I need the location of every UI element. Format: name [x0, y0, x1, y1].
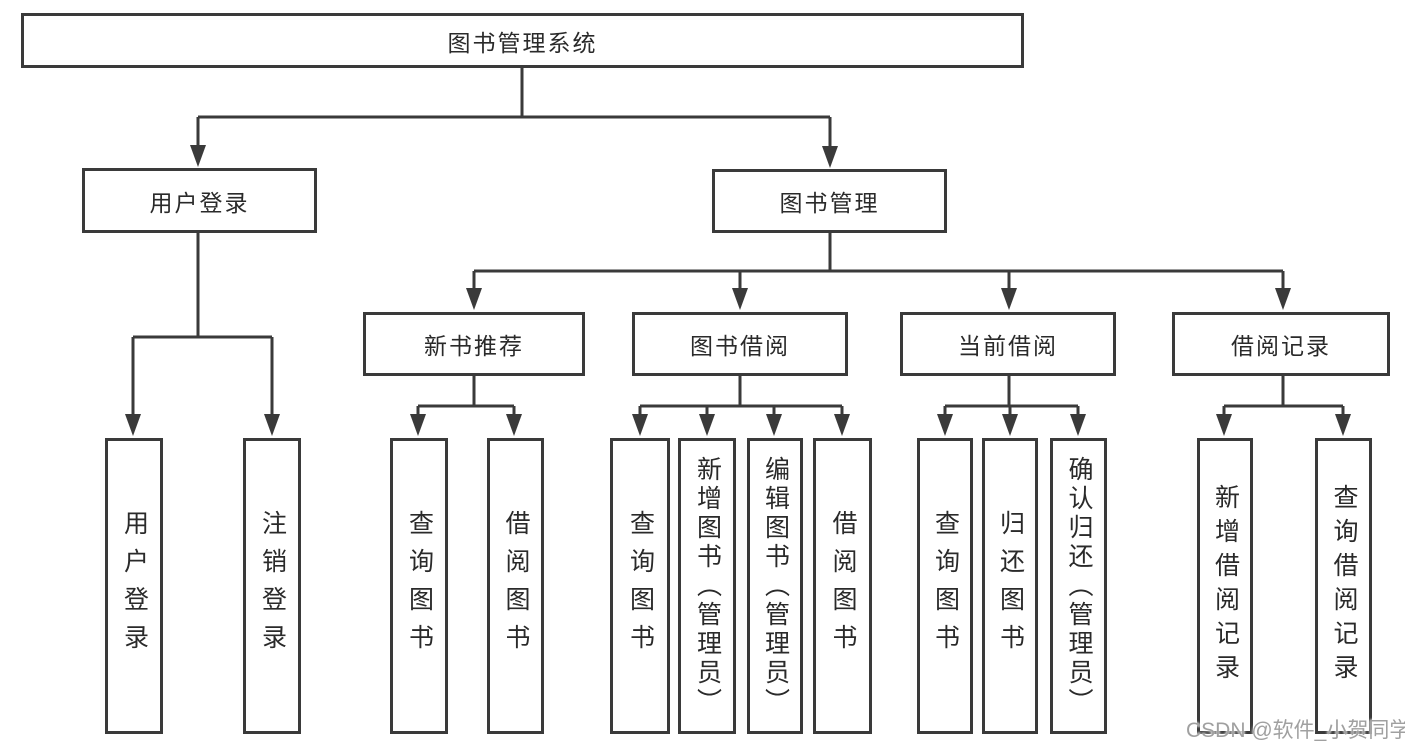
- leaf-user-login: 用户登录: [105, 438, 163, 734]
- node-book-borrow: 图书借阅: [632, 312, 848, 376]
- leaf-query-borrow-record: 查询借阅记录: [1315, 438, 1372, 734]
- leaf-confirm-return-admin: 确认归还（管理员）: [1050, 438, 1107, 734]
- node-label: 图书借阅: [690, 333, 790, 359]
- leaf-label: 查询借阅记录: [1330, 484, 1358, 688]
- node-label: 当前借阅: [958, 333, 1058, 359]
- node-label: 图书管理: [779, 190, 880, 216]
- leaf-label: 借阅图书: [829, 510, 857, 662]
- node-current-borrow: 当前借阅: [900, 312, 1116, 376]
- node-library-management-system: 图书管理系统: [21, 13, 1024, 68]
- node-label: 新书推荐: [424, 333, 524, 359]
- leaf-current-query-books: 查询图书: [917, 438, 973, 734]
- leaf-label: 新增借阅记录: [1211, 484, 1240, 688]
- node-new-book-recommend: 新书推荐: [363, 312, 585, 376]
- leaf-logout: 注销登录: [243, 438, 301, 734]
- leaf-return-books: 归还图书: [982, 438, 1038, 734]
- leaf-label: 查询图书: [626, 510, 655, 662]
- leaf-label: 确认归还（管理员）: [1065, 455, 1093, 717]
- leaf-label: 注销登录: [258, 510, 287, 662]
- leaf-label: 查询图书: [405, 510, 434, 662]
- leaf-label: 归还图书: [996, 510, 1025, 662]
- leaf-label: 借阅图书: [502, 510, 530, 662]
- node-label: 用户登录: [149, 189, 250, 216]
- node-borrow-records: 借阅记录: [1172, 312, 1390, 376]
- node-label: 借阅记录: [1231, 333, 1331, 359]
- leaf-borrow-query-books: 查询图书: [610, 438, 670, 734]
- leaf-borrow-books: 借阅图书: [813, 438, 872, 734]
- node-user-login: 用户登录: [82, 168, 317, 233]
- leaf-newbook-query-books: 查询图书: [390, 438, 448, 734]
- leaf-label: 查询图书: [931, 510, 960, 662]
- leaf-label: 编辑图书（管理员）: [761, 455, 790, 717]
- leaf-label: 新增图书（管理员）: [693, 455, 722, 717]
- watermark: CSDN @软件_小贺同学: [1186, 719, 1405, 742]
- leaf-label: 用户登录: [120, 510, 149, 662]
- node-book-management: 图书管理: [712, 169, 947, 233]
- leaf-add-books-admin: 新增图书（管理员）: [678, 438, 736, 734]
- leaf-add-borrow-record: 新增借阅记录: [1197, 438, 1253, 734]
- leaf-newbook-borrow-books: 借阅图书: [487, 438, 544, 734]
- node-label: 图书管理系统: [447, 29, 598, 56]
- leaf-edit-books-admin: 编辑图书（管理员）: [747, 438, 803, 734]
